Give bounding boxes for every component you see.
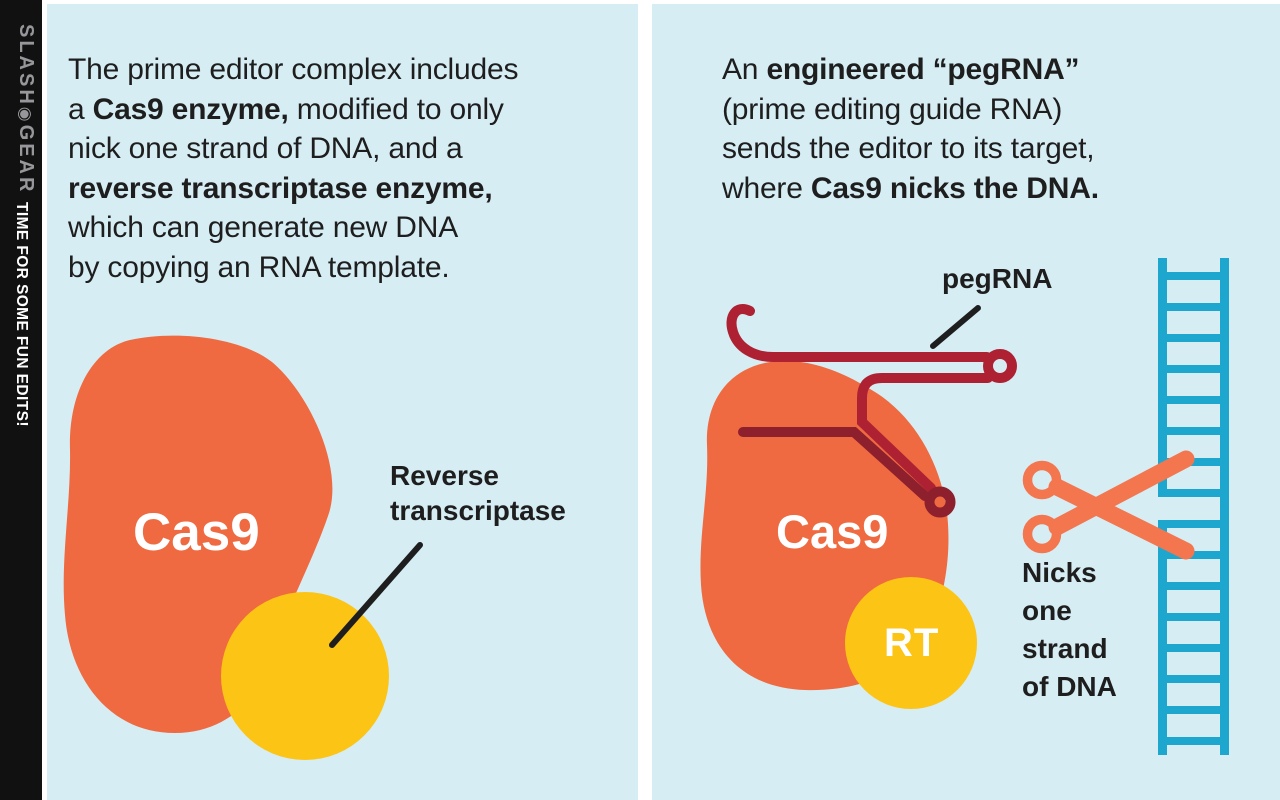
pegrna-label: pegRNA [942, 263, 1053, 294]
logo-text-slash: SLASH [15, 24, 37, 107]
gear-icon: ◉ [16, 106, 35, 125]
logo-text-gear: GEAR [15, 124, 37, 195]
slashgear-logo: SLASH◉GEAR [14, 24, 37, 194]
cas9-label-left: Cas9 [133, 503, 260, 562]
right-panel-paragraph: An engineered “pegRNA”(prime editing gui… [722, 53, 1099, 205]
brand-sidebar: SLASH◉GEAR TIME FOR SOME FUN EDITS! [0, 0, 42, 800]
rt-badge-label: RT [884, 621, 940, 665]
cas9-label-right: Cas9 [776, 505, 889, 558]
tagline: TIME FOR SOME FUN EDITS! [13, 202, 30, 427]
